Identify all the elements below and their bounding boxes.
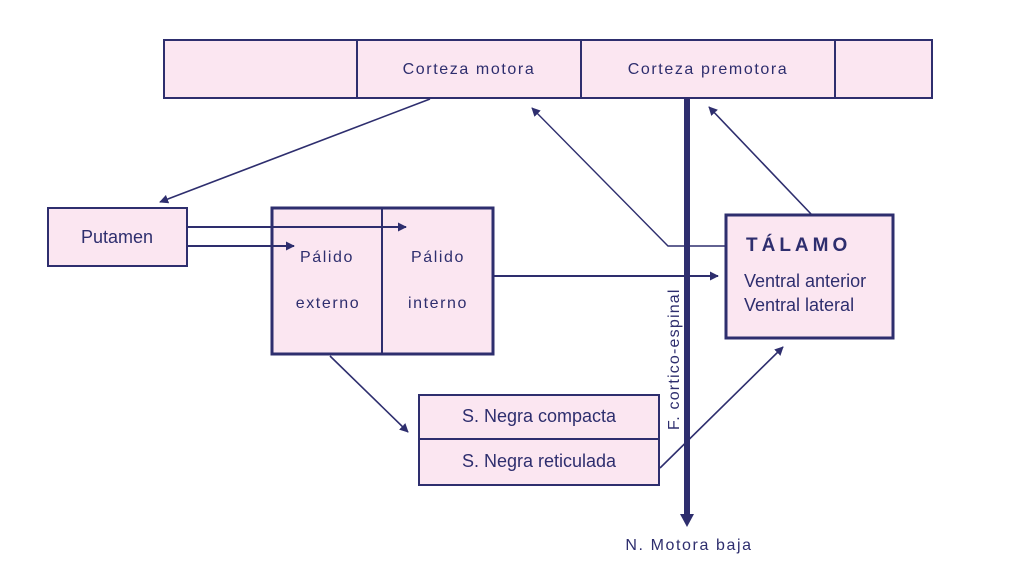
arrow-cortex-to-putamen	[159, 98, 431, 204]
corticospinal-label: F. cortico-espinal	[666, 288, 683, 430]
premotor-cortex-label: Corteza premotora	[628, 61, 789, 78]
arrow-palido-to-sustancia-negra	[329, 355, 409, 433]
connections	[159, 98, 813, 527]
putamen-frame	[47, 207, 188, 267]
talamo-box: TÁLAMO Ventral anterior Ventral lateral	[724, 213, 895, 340]
motor-cortex-label: Corteza motora	[403, 61, 536, 78]
putamen-label: Putamen	[81, 227, 153, 247]
s-negra-compacta-label: S. Negra compacta	[462, 406, 617, 426]
corticospinal-arrowhead	[680, 514, 694, 527]
palido-externo-line1: Pálido	[300, 249, 354, 266]
cortex-bar-frame	[163, 39, 933, 99]
cortex-bar: Corteza motora Corteza premotora	[163, 39, 933, 99]
talamo-ventral-lateral: Ventral lateral	[744, 295, 854, 315]
arrow-talamo-to-premotor-cortex	[708, 106, 813, 216]
talamo-frame	[724, 213, 895, 340]
talamo-title: TÁLAMO	[746, 234, 851, 256]
putamen-box: Putamen	[47, 207, 188, 267]
arrow-talamo-to-motor-cortex	[531, 107, 726, 247]
talamo-ventral-anterior: Ventral anterior	[744, 271, 866, 291]
palido-interno-line1: Pálido	[411, 249, 465, 266]
arrow-sustancia-negra-to-talamo	[659, 346, 784, 469]
motora-baja-label: N. Motora baja	[625, 537, 752, 554]
palido-box: Pálido externo Pálido interno	[270, 206, 495, 356]
palido-externo-line2: externo	[296, 295, 361, 312]
palido-interno-line2: interno	[408, 295, 468, 312]
s-negra-reticulada-label: S. Negra reticulada	[462, 451, 617, 471]
sustancia-negra-box: S. Negra compacta S. Negra reticulada	[418, 394, 660, 486]
